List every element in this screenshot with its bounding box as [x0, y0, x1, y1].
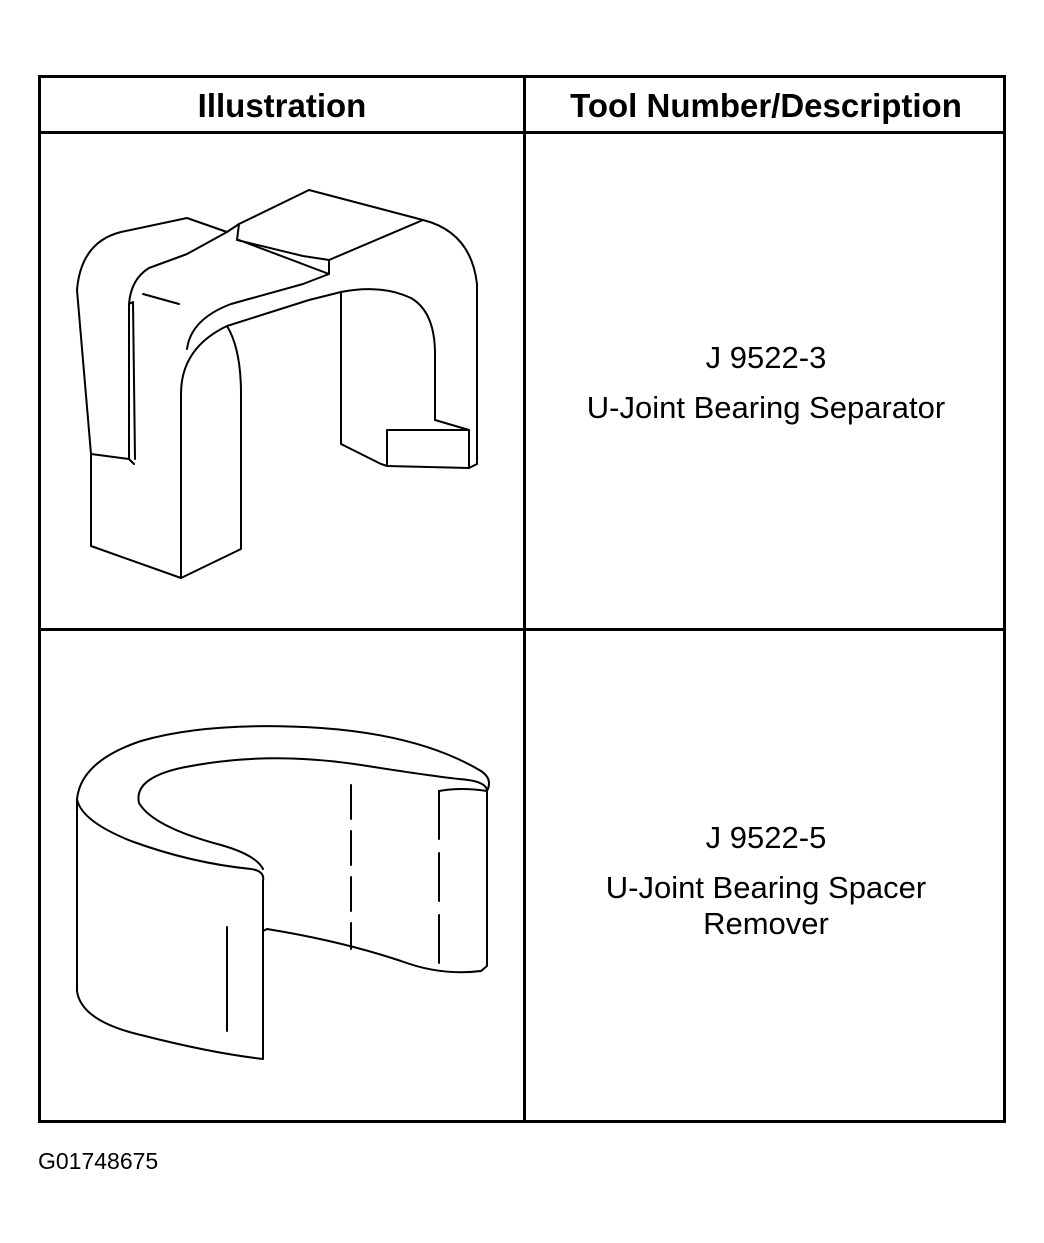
header-illustration: Illustration	[197, 87, 367, 124]
header-tool-number-description: Tool Number/Description	[570, 87, 962, 124]
tool-number: J 9522-3	[705, 340, 827, 375]
special-tools-table: Illustration Tool Number/Description	[38, 75, 1006, 1123]
table-row-2-description: J 9522-5 U-Joint Bearing Spacer Remover	[526, 820, 1006, 942]
u-joint-bearing-separator-icon	[76, 189, 478, 579]
row-divider	[41, 628, 1003, 631]
u-joint-bearing-spacer-remover-icon	[76, 725, 490, 1060]
column-divider	[523, 78, 526, 1120]
table-row-2-illustration	[41, 631, 523, 1120]
table-row-1-description: J 9522-3 U-Joint Bearing Separator	[526, 340, 1006, 426]
header-divider	[41, 131, 1003, 134]
tool-description: U-Joint Bearing Spacer Remover	[605, 870, 927, 941]
tool-number: J 9522-5	[705, 820, 827, 855]
tool-description: U-Joint Bearing Separator	[586, 390, 946, 425]
figure-code: G01748675	[38, 1148, 159, 1174]
table-row-1-illustration	[41, 134, 523, 628]
